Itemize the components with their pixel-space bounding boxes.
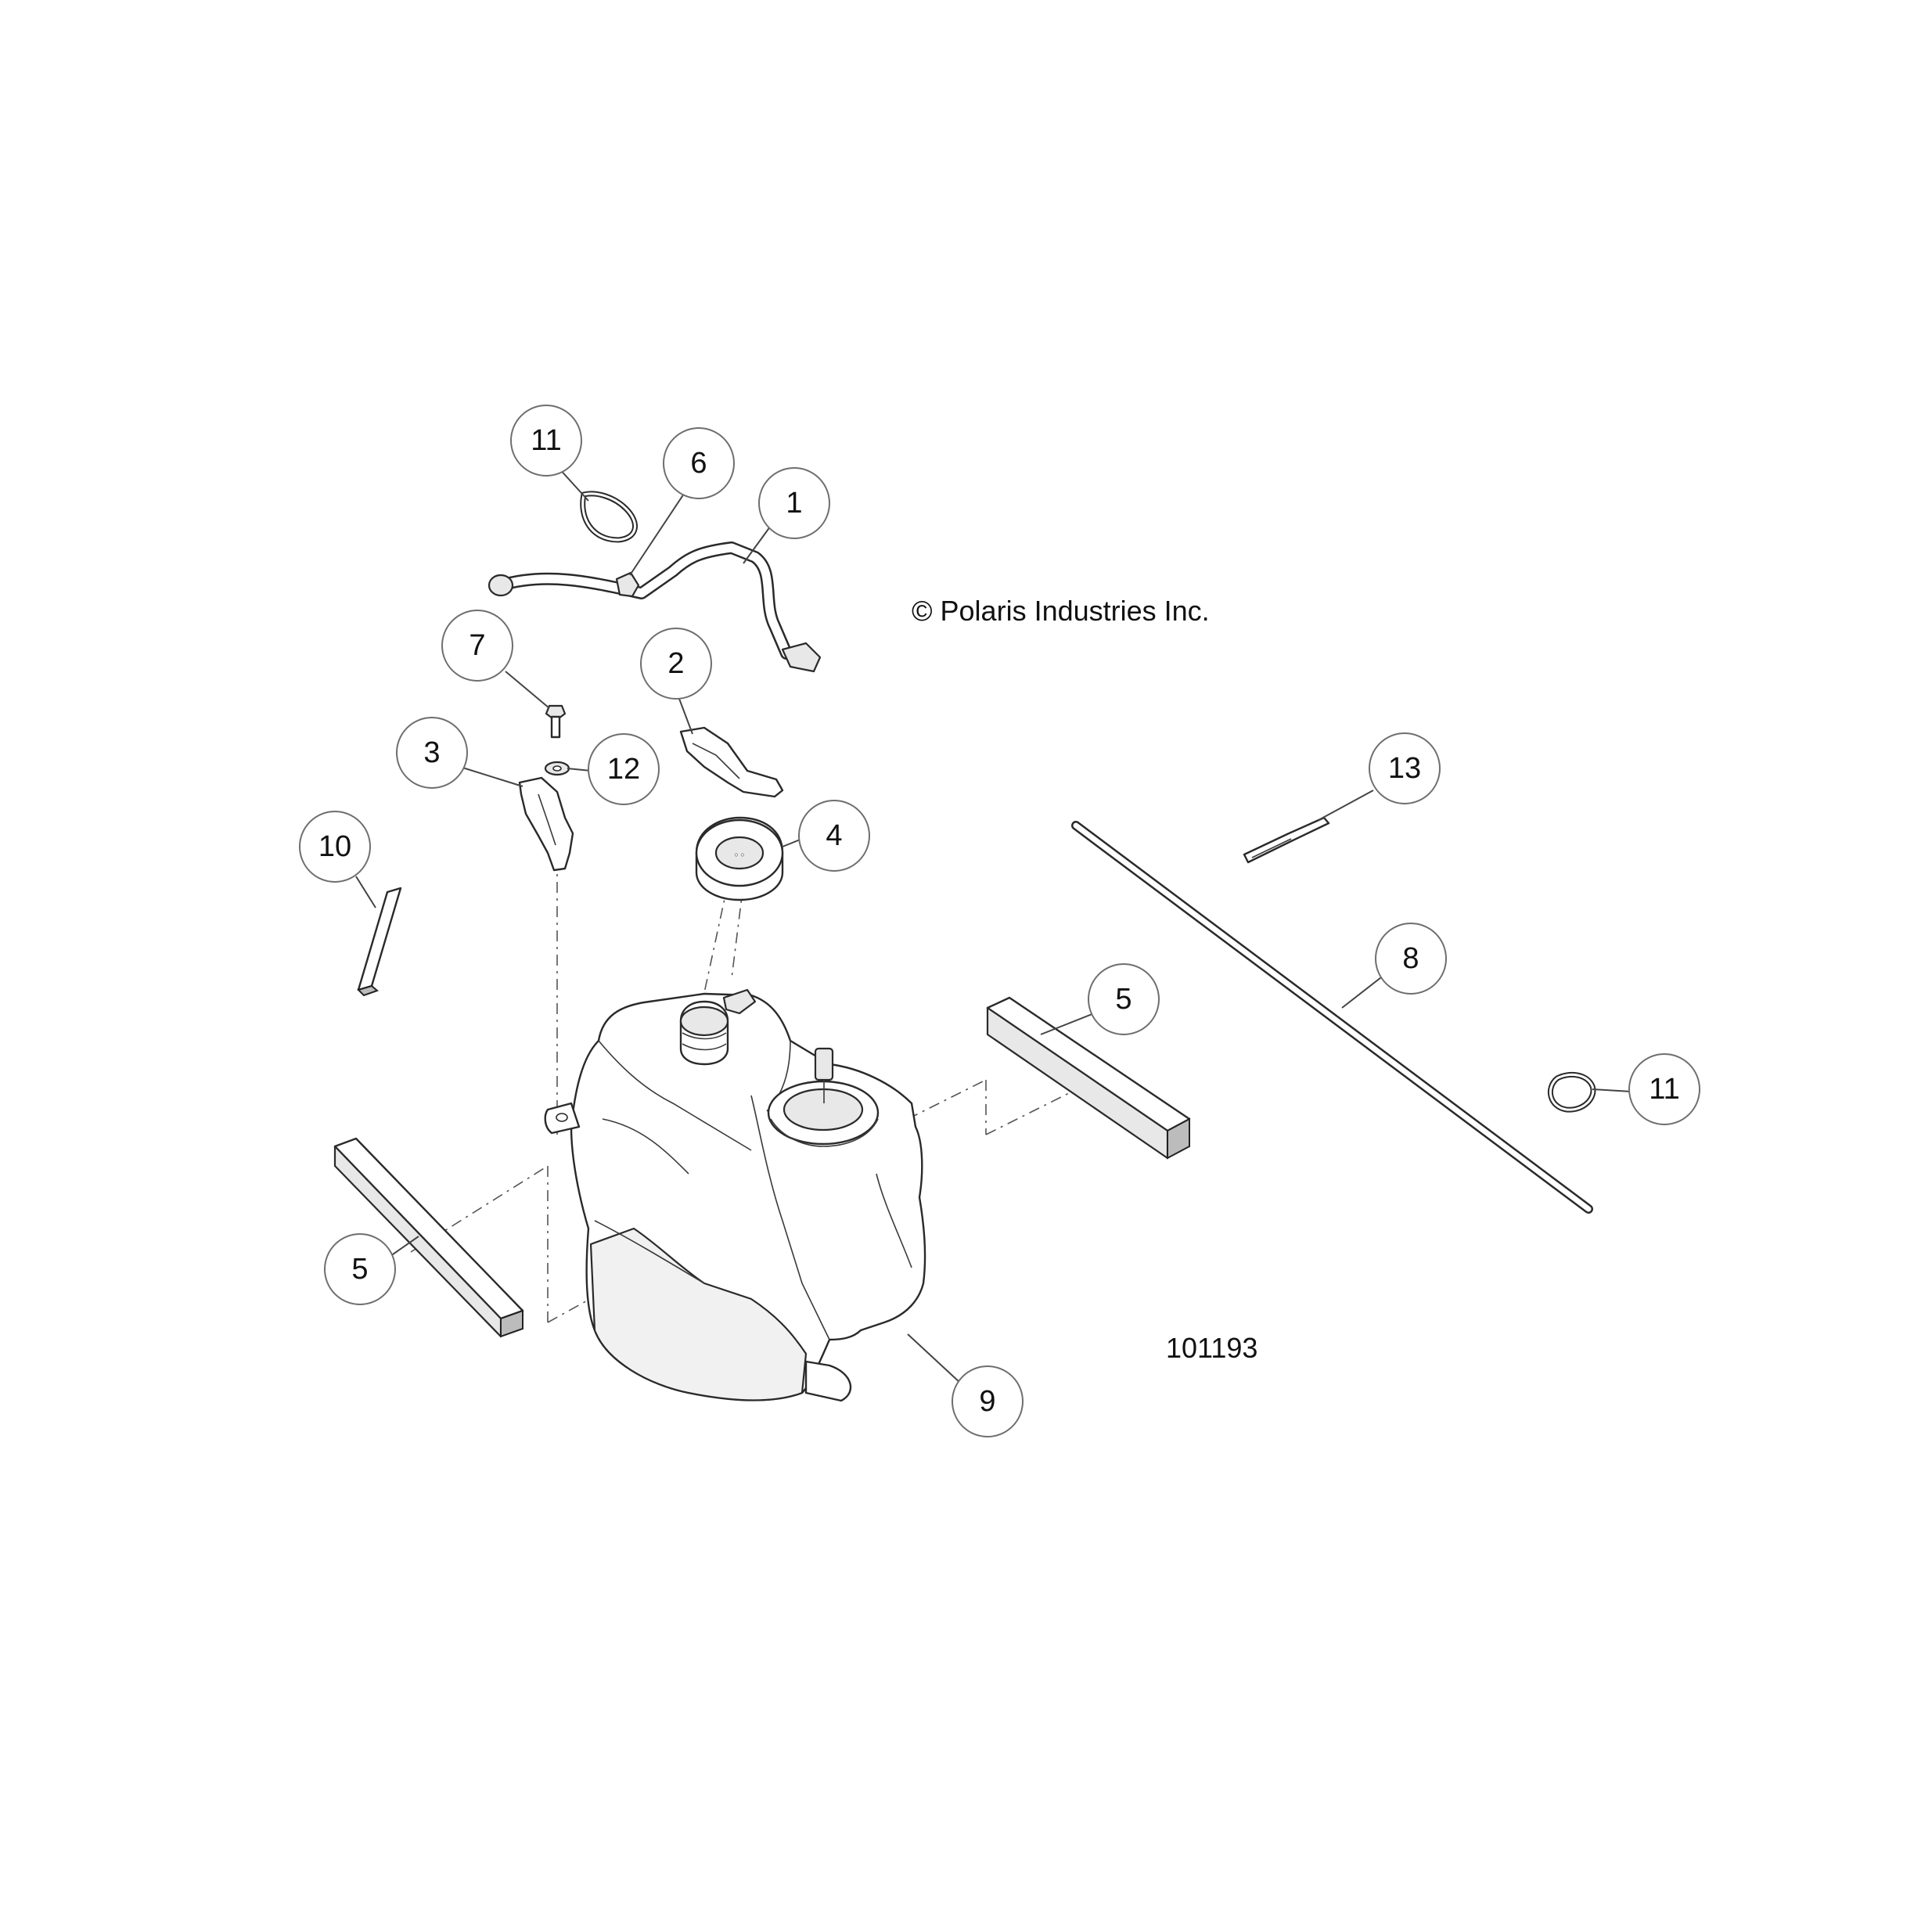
callout-12-label: 12: [607, 753, 640, 786]
fuel-hose-part: [487, 541, 822, 673]
callout-12: 12: [588, 733, 660, 805]
callout-7-label: 7: [469, 629, 485, 662]
fuel-tank-part: [544, 988, 926, 1402]
pad-part: [357, 887, 402, 997]
callout-13: 13: [1369, 732, 1441, 804]
clamp-top-part: [580, 491, 638, 543]
fuel-cap-part: ○ ○: [695, 816, 784, 901]
callout-9: 9: [952, 1365, 1024, 1437]
callout-11-right: 11: [1628, 1053, 1700, 1125]
callout-11-right-label: 11: [1649, 1073, 1679, 1106]
callout-3: 3: [396, 717, 468, 789]
bracket-strap-part: [679, 726, 784, 798]
callout-13-label: 13: [1388, 752, 1421, 785]
callout-5-right-label: 5: [1115, 983, 1131, 1016]
figure-number: 101193: [1166, 1332, 1257, 1364]
callout-8: 8: [1375, 923, 1447, 995]
callout-8-label: 8: [1402, 942, 1419, 975]
bolt-part: [545, 704, 567, 739]
callout-2-label: 2: [667, 647, 684, 680]
callout-11-top: 11: [510, 405, 582, 477]
callout-7: 7: [441, 610, 513, 682]
callout-5-left: 5: [324, 1233, 396, 1305]
callout-9-label: 9: [979, 1385, 995, 1418]
rubber-strap-part: [1243, 816, 1330, 864]
callout-5-left-label: 5: [351, 1253, 368, 1286]
callout-5-right: 5: [1088, 963, 1160, 1035]
callout-6: 6: [663, 427, 735, 499]
callout-3-label: 3: [423, 736, 440, 769]
hose-fitting-part: [615, 571, 640, 598]
washer-part: [544, 761, 570, 776]
callout-11-top-label: 11: [531, 424, 561, 457]
callout-10: 10: [299, 811, 371, 883]
callout-10-label: 10: [318, 830, 351, 863]
callout-1: 1: [758, 467, 830, 539]
clamp-right-part: [1548, 1071, 1596, 1113]
vent-tube-part: [1071, 821, 1593, 1214]
bracket-left-part: [518, 776, 574, 872]
svg-text:○ ○: ○ ○: [734, 851, 744, 858]
foam-strip-right-part: [986, 996, 1191, 1160]
callout-1-label: 1: [786, 487, 802, 520]
callout-4: 4: [798, 800, 870, 872]
callout-2: 2: [640, 628, 712, 700]
callout-4-label: 4: [826, 819, 842, 852]
foam-strip-left-part: [333, 1137, 524, 1338]
callout-6-label: 6: [690, 447, 707, 480]
copyright-text: © Polaris Industries Inc.: [912, 595, 1210, 627]
